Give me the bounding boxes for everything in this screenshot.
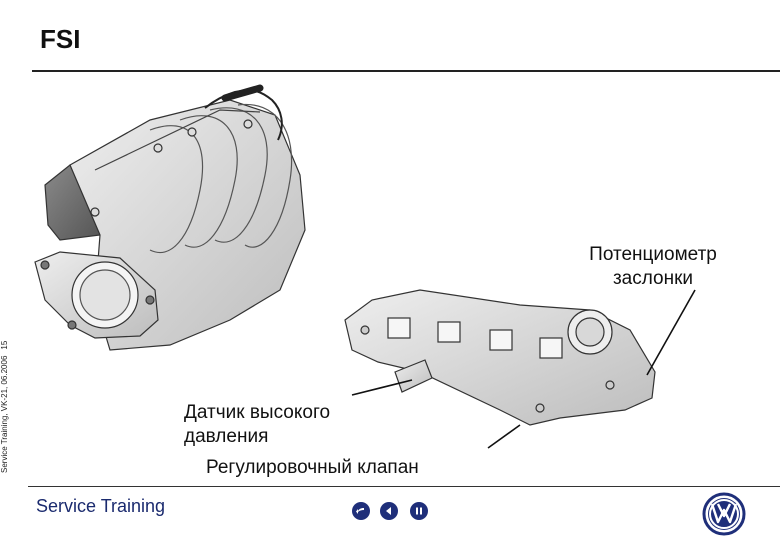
vw-logo bbox=[702, 492, 746, 536]
footer-brand: Service Training bbox=[36, 496, 166, 516]
back-button[interactable] bbox=[352, 502, 370, 520]
back-icon bbox=[356, 508, 364, 514]
label-pressure-sensor-line1: Датчик высокого bbox=[184, 402, 331, 423]
label-control-valve: Регулировочный клапан bbox=[206, 457, 419, 478]
title-divider bbox=[32, 70, 780, 72]
label-throttle-potentiometer: Потенциометр заслонки bbox=[589, 244, 717, 289]
slide-title: FSI bbox=[40, 24, 81, 54]
pause-icon bbox=[416, 507, 422, 515]
label-pressure-sensor-line2: давления bbox=[184, 426, 269, 447]
intake-manifold bbox=[34, 84, 306, 351]
fuel-rail bbox=[344, 289, 656, 426]
previous-button[interactable] bbox=[380, 502, 398, 520]
previous-icon bbox=[386, 507, 391, 515]
pause-button[interactable] bbox=[410, 502, 428, 520]
footer-divider bbox=[28, 486, 780, 487]
